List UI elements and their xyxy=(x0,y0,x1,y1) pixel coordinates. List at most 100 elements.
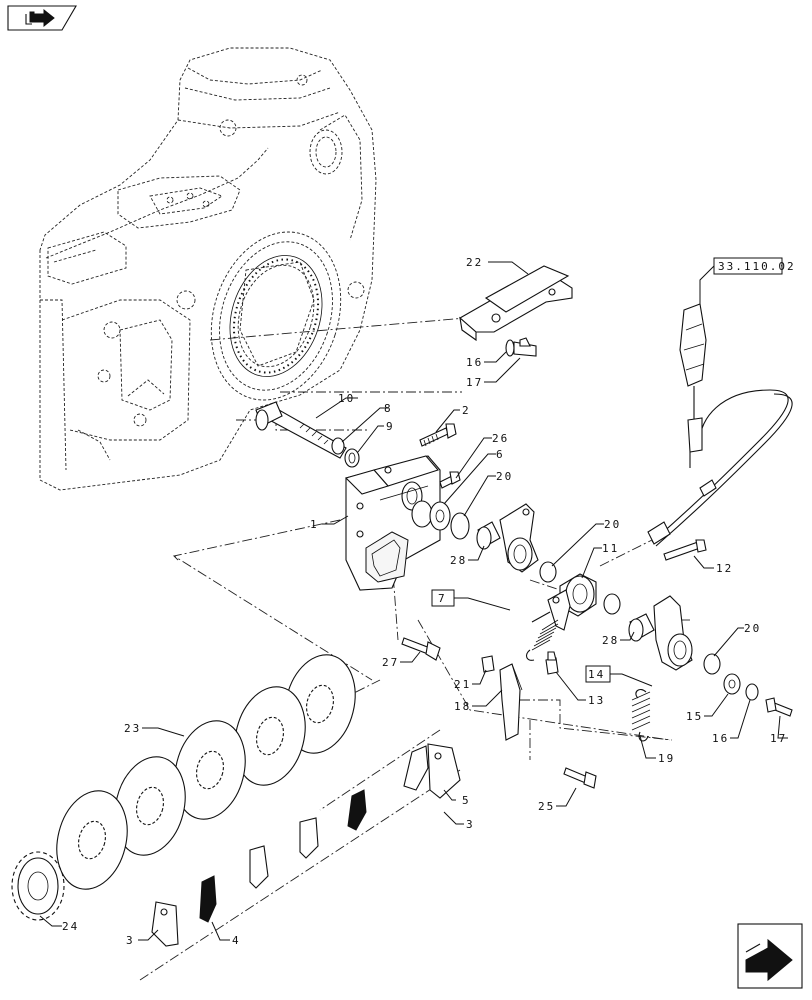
brake-pads xyxy=(151,743,461,947)
callout-20-c: 20 xyxy=(713,622,761,657)
ref-box-7[interactable]: 7 xyxy=(431,589,511,611)
svg-text:17: 17 xyxy=(770,732,787,745)
lever-right xyxy=(653,595,693,671)
svg-text:18: 18 xyxy=(454,700,471,713)
bolt-part-25 xyxy=(563,767,597,789)
cam-part-11 xyxy=(547,573,597,631)
fitting-part-13 xyxy=(545,651,559,675)
svg-text:13: 13 xyxy=(588,694,605,707)
transmission-housing xyxy=(39,47,377,491)
bracket-part-22 xyxy=(459,265,573,342)
callout-3-upper: 3 xyxy=(443,811,475,831)
callout-26: 26 xyxy=(455,432,509,479)
washer-part-16 xyxy=(745,683,759,701)
bolt-part-2 xyxy=(419,423,457,447)
stud-part-27 xyxy=(401,637,441,661)
brake-disc-3 xyxy=(174,720,246,820)
section-ref-box[interactable]: 33.110.02 xyxy=(699,257,796,304)
plate-part-18 xyxy=(499,663,523,741)
callout-16-upper: 16 xyxy=(466,351,507,369)
svg-text:20: 20 xyxy=(604,518,621,531)
callout-3-lower: 3 xyxy=(126,929,159,947)
bolt-part-17-lower xyxy=(765,697,793,717)
svg-text:26: 26 xyxy=(492,432,509,445)
callout-6: 6 xyxy=(443,448,505,505)
svg-text:22: 22 xyxy=(466,256,483,269)
callout-11: 11 xyxy=(581,542,619,579)
callout-20-a: 20 xyxy=(463,470,513,517)
svg-text:10: 10 xyxy=(338,392,355,405)
shaft-part-10 xyxy=(255,401,347,459)
callout-20-b: 20 xyxy=(551,518,621,567)
screw-part-26 xyxy=(439,471,461,489)
svg-text:19: 19 xyxy=(658,752,675,765)
svg-text:12: 12 xyxy=(716,562,733,575)
callout-27: 27 xyxy=(382,651,421,669)
bushing-part-28-a xyxy=(476,521,501,550)
brake-disc-5 xyxy=(56,790,128,890)
plug-part-21 xyxy=(481,655,495,673)
callout-5: 5 xyxy=(443,789,471,807)
bolt-part-17-upper xyxy=(505,337,537,357)
valve-housing-part-1 xyxy=(344,455,441,591)
svg-text:17: 17 xyxy=(466,376,483,389)
svg-text:2: 2 xyxy=(462,404,471,417)
svg-text:23: 23 xyxy=(124,722,141,735)
brake-disc-stack-part-23 xyxy=(56,654,356,890)
callout-16-lower: 16 xyxy=(712,699,751,745)
lever-upper xyxy=(499,503,539,573)
svg-text:8: 8 xyxy=(384,402,393,415)
callout-12: 12 xyxy=(693,555,733,575)
ring-part-8 xyxy=(331,437,345,455)
ref-box-14[interactable]: 14 xyxy=(585,665,653,687)
ring-part-9 xyxy=(344,448,360,468)
svg-text:27: 27 xyxy=(382,656,399,669)
svg-text:6: 6 xyxy=(496,448,505,461)
next-page-arrow-icon[interactable] xyxy=(737,923,803,989)
gear-part-24 xyxy=(11,851,65,921)
callout-17-lower: 17 xyxy=(770,715,788,745)
svg-text:28: 28 xyxy=(602,634,619,647)
callout-8: 8 xyxy=(341,402,393,443)
callout-13: 13 xyxy=(555,671,605,707)
svg-text:5: 5 xyxy=(462,794,471,807)
o-ring-part-20-a xyxy=(450,512,470,540)
callout-9: 9 xyxy=(357,420,395,453)
callout-4: 4 xyxy=(211,921,241,947)
book-arrow-icon[interactable] xyxy=(7,5,77,31)
svg-text:11: 11 xyxy=(602,542,619,555)
washer-part-15 xyxy=(723,673,741,695)
svg-text:28: 28 xyxy=(450,554,467,567)
callout-10: 10 xyxy=(315,392,358,419)
callout-21: 21 xyxy=(454,669,487,691)
callout-24: 24 xyxy=(39,915,77,933)
callout-2: 2 xyxy=(435,404,471,433)
callout-15: 15 xyxy=(686,693,729,723)
svg-text:16: 16 xyxy=(712,732,729,745)
cable-assembly xyxy=(647,303,793,547)
assembly-centerlines xyxy=(79,317,690,981)
callout-19: 19 xyxy=(639,735,675,765)
svg-text:9: 9 xyxy=(386,420,395,433)
svg-text:20: 20 xyxy=(496,470,513,483)
svg-text:21: 21 xyxy=(454,678,471,691)
brake-disc-2 xyxy=(234,686,306,786)
washer-part-6 xyxy=(429,501,451,531)
bushing-part-28-b xyxy=(628,613,655,642)
svg-text:4: 4 xyxy=(232,934,241,947)
svg-text:14: 14 xyxy=(588,668,605,681)
spring-part-19 xyxy=(631,689,651,742)
svg-text:20: 20 xyxy=(744,622,761,635)
pin-part-12 xyxy=(663,539,707,561)
callout-28-a: 28 xyxy=(450,545,485,567)
svg-text:3: 3 xyxy=(126,934,135,947)
o-ring-part-20-b xyxy=(539,561,557,583)
callout-28-b: 28 xyxy=(602,631,635,647)
spring-upper xyxy=(525,611,559,661)
callout-22: 22 xyxy=(466,256,529,275)
callout-labels: 22 16 17 10 8 9 2 26 6 20 1 28 20 11 12 … xyxy=(39,256,788,947)
svg-text:25: 25 xyxy=(538,800,555,813)
o-ring-part-20-d xyxy=(703,653,721,675)
callout-23: 23 xyxy=(124,722,185,737)
svg-text:3: 3 xyxy=(466,818,475,831)
